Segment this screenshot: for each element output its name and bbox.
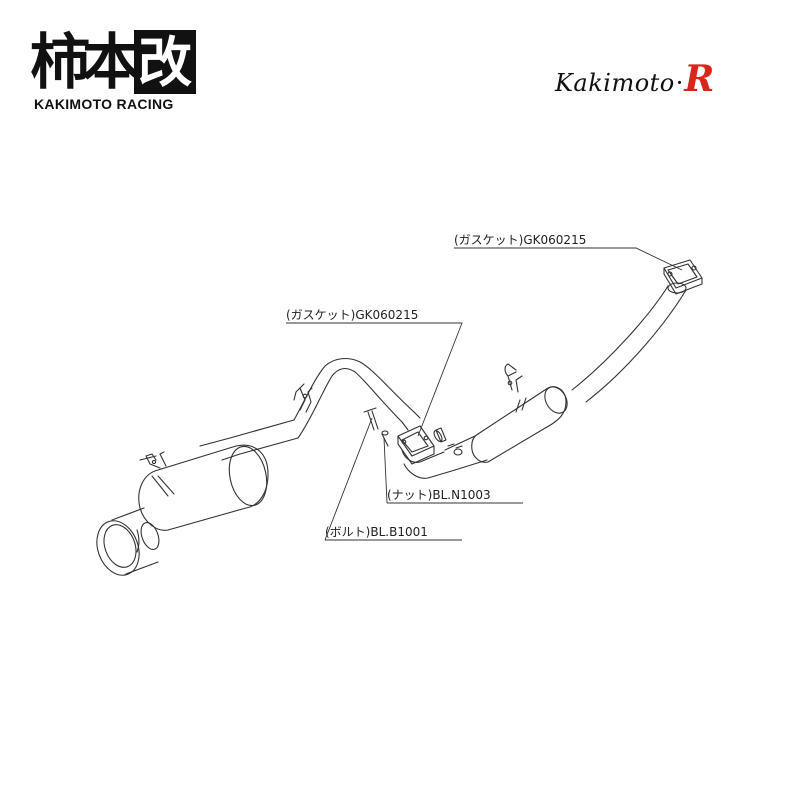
logo-kanji-1: 柿 (30, 28, 90, 98)
rear-pipe (199, 383, 313, 461)
kakimoto-racing-logo: 柿 本 改 KAKIMOTO RACING (30, 28, 200, 128)
resonator-hanger (504, 363, 527, 413)
top-flange (663, 259, 703, 295)
logo-kanji-3-box: 改 (134, 30, 196, 94)
kakimoto-r-dot: · (675, 69, 684, 97)
middle-flange-joint (397, 425, 463, 479)
resonator (444, 386, 568, 471)
middle-pipe (293, 357, 421, 439)
leader-lines (286, 247, 683, 541)
logo-kanji-2: 本 (82, 28, 142, 98)
logo-kanji: 柿 本 改 (30, 28, 200, 98)
label-gasket-top: (ガスケット)GK060215 (454, 233, 587, 247)
main-muffler (138, 444, 269, 531)
label-bolt: (ボルト)BL.B1001 (325, 525, 428, 539)
label-nut: (ナット)BL.N1003 (387, 488, 491, 502)
tail-tip (96, 507, 160, 576)
kakimoto-r-text: Kakimoto (555, 69, 675, 97)
bolts-and-nuts (363, 407, 389, 447)
kakimoto-r-letter: R (684, 58, 715, 100)
front-pipe (571, 282, 687, 403)
kakimoto-r-logo: Kakimoto·R (555, 58, 775, 104)
logo-racing-text: KAKIMOTO RACING (34, 96, 174, 112)
label-gasket-mid: (ガスケット)GK060215 (286, 308, 419, 322)
